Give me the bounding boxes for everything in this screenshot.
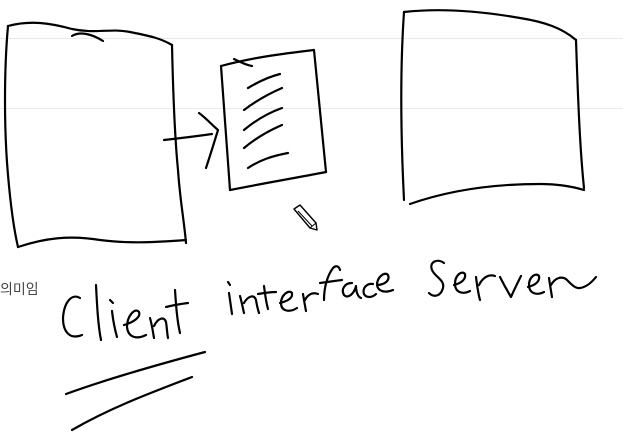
interface-document	[219, 48, 328, 192]
label-interface-handwriting	[226, 265, 395, 316]
side-text-snippet: 의미임	[0, 282, 39, 298]
arrow-client-to-interface	[162, 111, 220, 170]
label-client-handwriting	[61, 283, 207, 432]
label-server-handwriting	[427, 259, 598, 302]
page-guide-line-top	[0, 38, 623, 39]
pencil-cursor-icon	[290, 203, 320, 233]
server-box	[400, 9, 586, 206]
client-box	[3, 21, 188, 249]
page-guide-line-middle	[0, 108, 623, 109]
